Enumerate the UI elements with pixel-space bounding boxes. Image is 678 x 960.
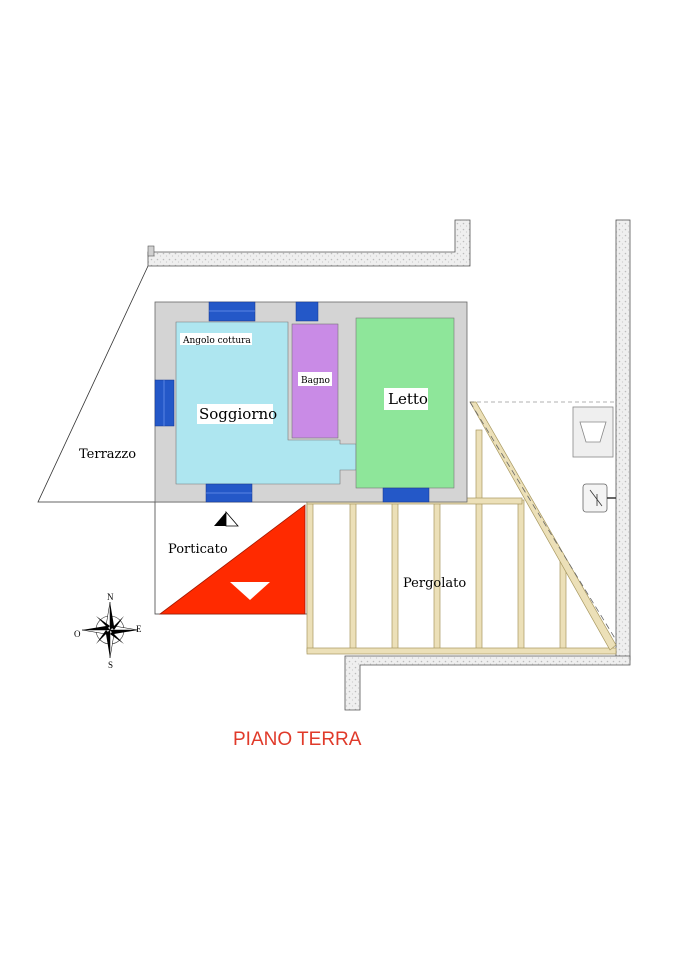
stairs-direction-arrow: [230, 582, 270, 600]
compass-west: O: [74, 629, 81, 639]
label-pergolato: Pergolato: [403, 576, 466, 591]
pergola-frame: [306, 401, 617, 655]
outdoor-fixtures: [572, 406, 616, 513]
compass-north: N: [107, 592, 114, 602]
window-kitchen: [208, 301, 256, 322]
page-title: PIANO TERRA: [233, 729, 362, 750]
compass-east: E: [136, 624, 142, 634]
terrace-outline: [37, 265, 155, 503]
east-boundary-wall: [615, 219, 631, 661]
pergola-dashed-edge: [469, 401, 617, 641]
window-south-bedroom: [382, 487, 430, 503]
label-porticato: Porticato: [168, 542, 228, 557]
label-soggiorno: Soggiorno: [199, 405, 277, 423]
boundary-walls: [147, 219, 631, 711]
window-bathroom: [295, 301, 319, 322]
west-boundary-post: [147, 245, 155, 257]
label-bagno: Bagno: [301, 376, 330, 386]
compass-south: S: [108, 660, 113, 670]
label-letto: Letto: [388, 390, 428, 408]
sink-icon: [582, 483, 608, 513]
windows: [154, 301, 430, 503]
south-boundary-wall: [344, 655, 631, 711]
north-boundary-wall: [147, 219, 471, 267]
compass-rose-icon: N S E O: [74, 592, 142, 670]
porch-stairs: [158, 504, 306, 615]
label-terrazzo: Terrazzo: [79, 447, 136, 462]
label-angolo-cottura: Angolo cottura: [182, 336, 251, 346]
window-west: [154, 379, 175, 427]
